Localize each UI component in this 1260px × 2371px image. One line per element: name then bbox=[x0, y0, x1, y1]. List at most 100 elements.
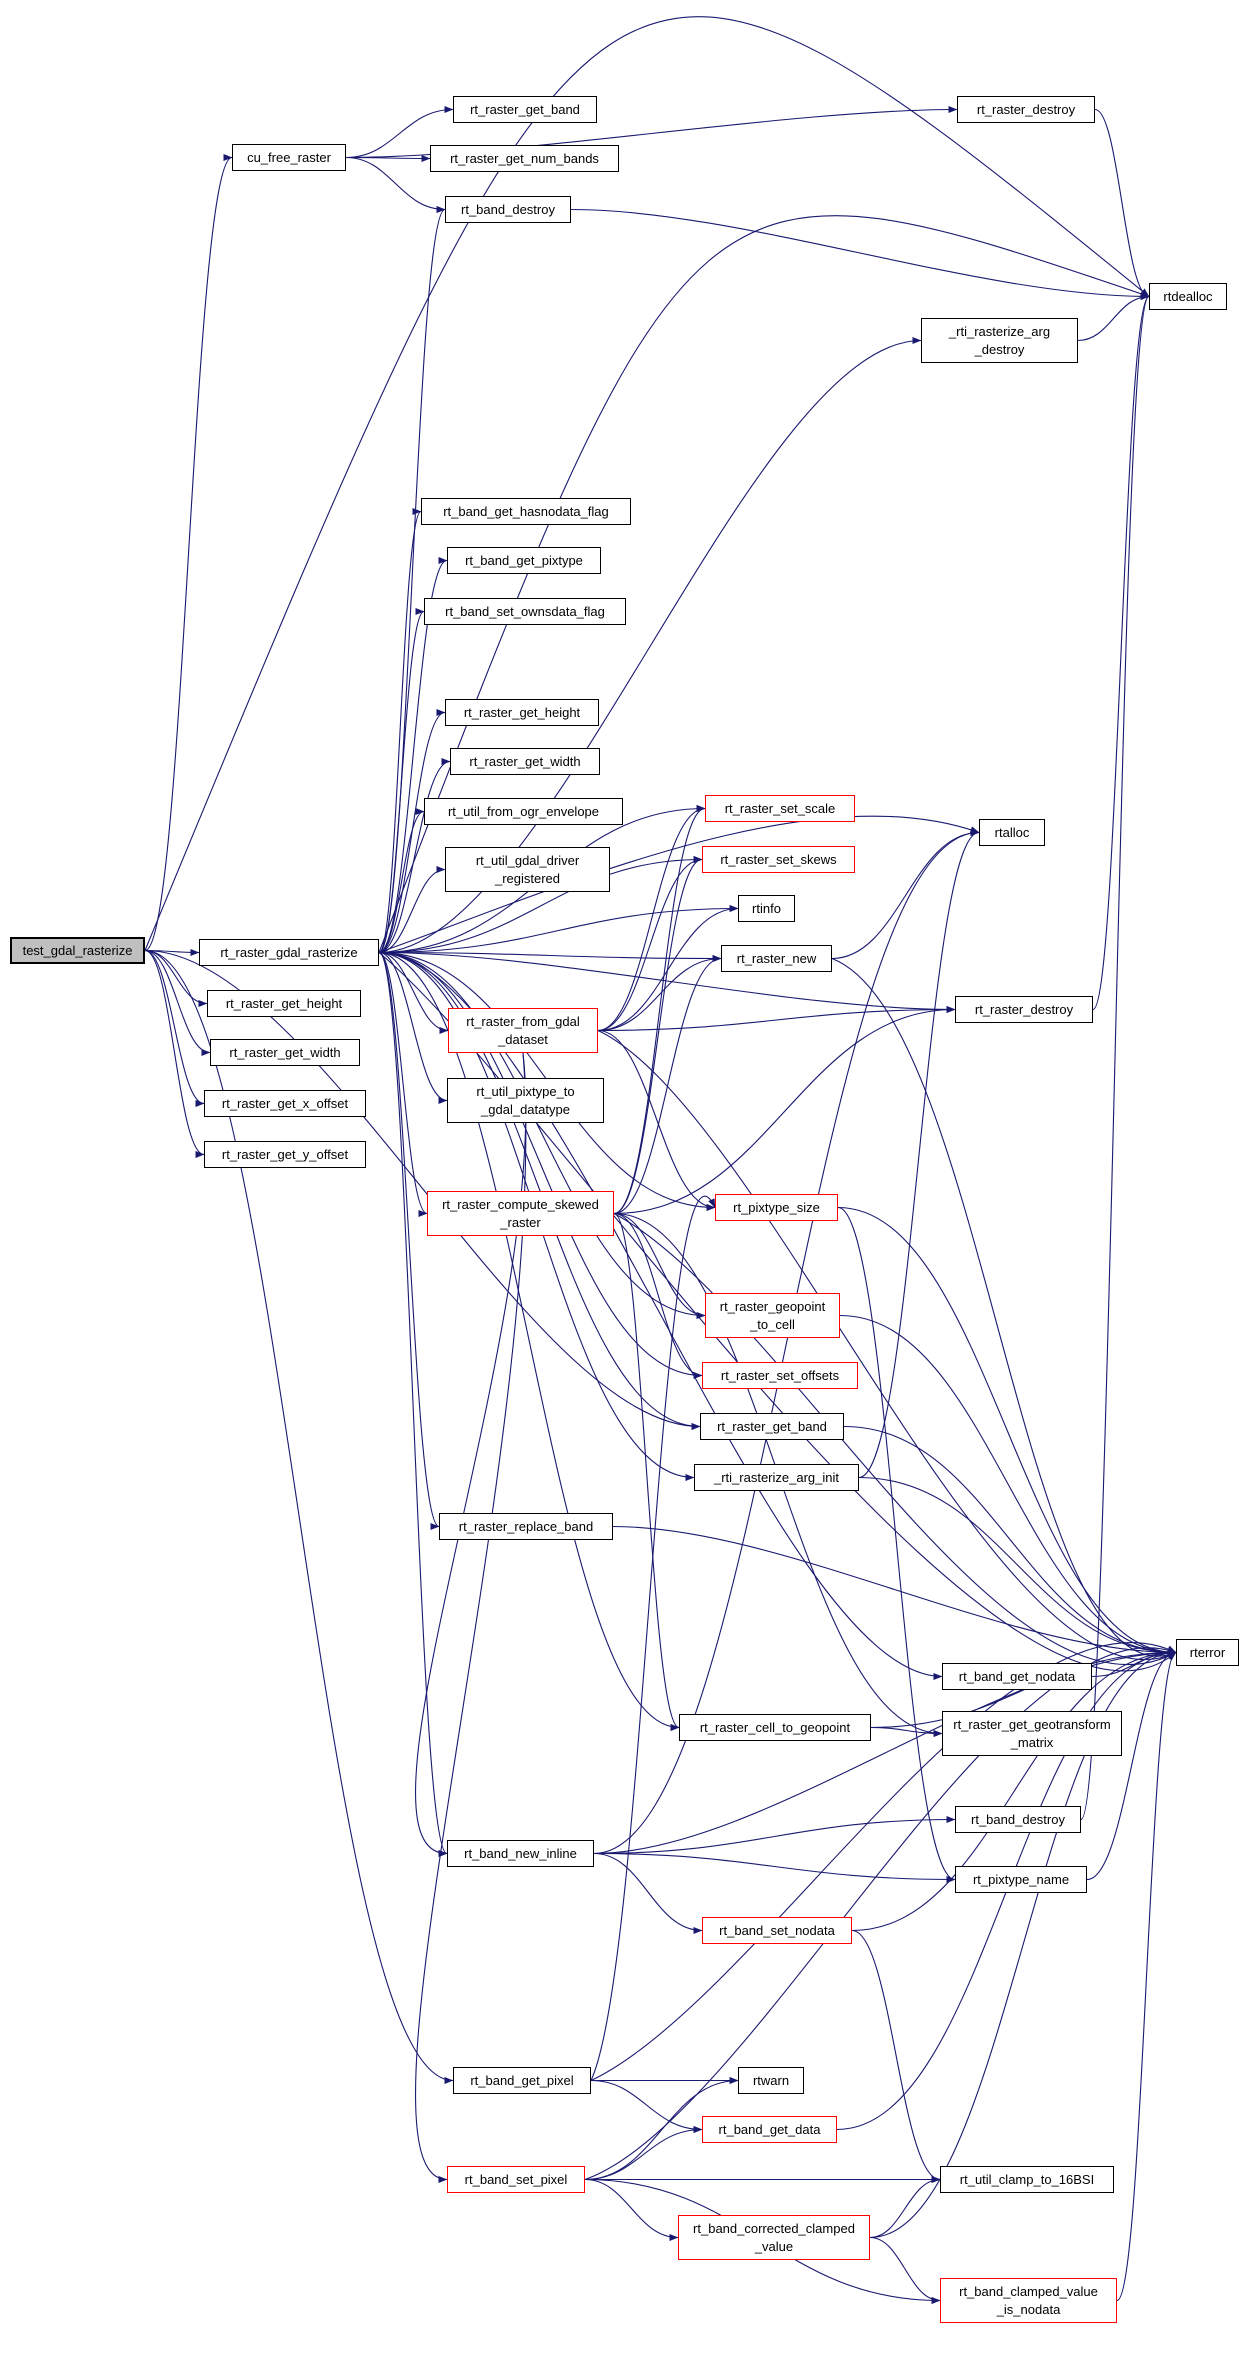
node-rti_rasterize_arg_init[interactable]: _rti_rasterize_arg_init bbox=[694, 1464, 859, 1491]
node-rt_pixtype_size[interactable]: rt_pixtype_size bbox=[715, 1194, 838, 1221]
edge-cu_free_raster-to-rt_raster_get_band_1 bbox=[345, 106, 454, 159]
edge-rt_raster_from_gdal_dataset-to-rt_raster_new bbox=[597, 955, 722, 1032]
edge-rt_band_destroy_1-to-rtdealloc bbox=[570, 208, 1150, 300]
node-rt_band_destroy_2[interactable]: rt_band_destroy bbox=[955, 1806, 1081, 1833]
node-rtinfo[interactable]: rtinfo bbox=[738, 895, 795, 922]
edge-rt_band_clamped_value_is_nodata-to-rterror bbox=[1116, 1649, 1177, 2302]
node-rt_raster_get_width_2[interactable]: rt_raster_get_width bbox=[210, 1039, 360, 1066]
node-rt_band_get_pixel[interactable]: rt_band_get_pixel bbox=[453, 2067, 591, 2094]
edge-rt_band_destroy_2-to-rtdealloc bbox=[1080, 293, 1150, 1821]
edge-rt_band_corrected_clamped_value-to-rt_band_clamped_value_is_nodata bbox=[869, 2236, 941, 2304]
edge-rt_raster_compute_skewed_raster-to-rt_raster_set_offsets bbox=[613, 1212, 703, 1379]
node-rt_pixtype_name[interactable]: rt_pixtype_name bbox=[955, 1866, 1087, 1893]
node-rt_util_clamp_to_16BSI[interactable]: rt_util_clamp_to_16BSI bbox=[940, 2166, 1114, 2193]
node-rt_band_corrected_clamped_value[interactable]: rt_band_corrected_clamped _value bbox=[678, 2215, 870, 2260]
node-rt_util_gdal_driver_registered[interactable]: rt_util_gdal_driver _registered bbox=[445, 847, 610, 892]
node-rt_band_get_hasnodata_flag[interactable]: rt_band_get_hasnodata_flag bbox=[421, 498, 631, 525]
node-rtdealloc[interactable]: rtdealloc bbox=[1149, 283, 1227, 310]
node-rt_raster_get_x_offset[interactable]: rt_raster_get_x_offset bbox=[204, 1090, 366, 1117]
edge-rt_band_get_pixel-to-rt_band_get_data bbox=[590, 2079, 703, 2133]
edge-rt_raster_from_gdal_dataset-to-rt_band_new_inline bbox=[415, 1052, 527, 1857]
node-rt_raster_new[interactable]: rt_raster_new bbox=[721, 945, 832, 972]
edge-rt_raster_destroy_2-to-rtdealloc bbox=[1092, 293, 1150, 1011]
edge-test_gdal_rasterize-to-rt_band_get_pixel bbox=[144, 949, 454, 2084]
edge-rt_raster_gdal_rasterize-to-rtalloc bbox=[378, 815, 980, 954]
node-rt_band_destroy_1[interactable]: rt_band_destroy bbox=[445, 196, 571, 223]
node-rt_raster_set_skews[interactable]: rt_raster_set_skews bbox=[702, 846, 855, 873]
edge-rt_band_get_pixel-to-rterror bbox=[590, 1642, 1177, 2081]
edge-rt_raster_gdal_rasterize-to-rt_raster_get_width_1 bbox=[378, 758, 451, 954]
node-rt_raster_get_width_1[interactable]: rt_raster_get_width bbox=[450, 748, 600, 775]
edge-test_gdal_rasterize-to-rt_raster_get_y_offset bbox=[144, 949, 205, 1158]
node-rti_rasterize_arg_destroy[interactable]: _rti_rasterize_arg _destroy bbox=[921, 318, 1078, 363]
edge-rt_raster_from_gdal_dataset-to-rterror bbox=[597, 1030, 1177, 1661]
node-cu_free_raster[interactable]: cu_free_raster bbox=[232, 144, 346, 171]
node-rt_raster_get_height_1[interactable]: rt_raster_get_height bbox=[445, 699, 599, 726]
edge-rt_raster_from_gdal_dataset-to-rt_raster_set_scale bbox=[597, 805, 706, 1032]
node-rt_raster_gdal_rasterize[interactable]: rt_raster_gdal_rasterize bbox=[199, 939, 379, 966]
edge-rt_band_set_pixel-to-rt_band_get_data bbox=[584, 2126, 703, 2181]
edge-rt_raster_gdal_rasterize-to-rti_rasterize_arg_destroy bbox=[378, 337, 922, 954]
edge-rti_rasterize_arg_init-to-rterror bbox=[858, 1476, 1177, 1656]
edge-rt_raster_gdal_rasterize-to-rtinfo bbox=[378, 905, 739, 954]
node-rt_band_set_nodata[interactable]: rt_band_set_nodata bbox=[702, 1917, 852, 1944]
edge-rt_raster_gdal_rasterize-to-rt_band_set_ownsdata_flag bbox=[378, 608, 425, 954]
edge-rt_raster_gdal_rasterize-to-rt_util_pixtype_to_gdal_datatype bbox=[378, 951, 448, 1104]
node-rt_band_get_nodata[interactable]: rt_band_get_nodata bbox=[942, 1663, 1092, 1690]
node-rt_raster_get_y_offset[interactable]: rt_raster_get_y_offset bbox=[204, 1141, 366, 1168]
node-rt_band_get_data[interactable]: rt_band_get_data bbox=[702, 2116, 837, 2143]
edge-rt_pixtype_name-to-rterror bbox=[1086, 1649, 1177, 1881]
edge-rt_raster_gdal_rasterize-to-rt_raster_geopoint_to_cell bbox=[378, 951, 706, 1319]
edge-rt_raster_gdal_rasterize-to-rt_band_get_hasnodata_flag bbox=[378, 508, 422, 954]
edge-rt_raster_from_gdal_dataset-to-rt_band_set_pixel bbox=[415, 1052, 527, 2183]
edge-rt_raster_compute_skewed_raster-to-rt_raster_cell_to_geopoint bbox=[613, 1212, 680, 1731]
node-rt_raster_get_num_bands[interactable]: rt_raster_get_num_bands bbox=[430, 145, 619, 172]
edge-rt_band_set_nodata-to-rterror bbox=[851, 1649, 1177, 1932]
edge-cu_free_raster-to-rt_raster_destroy_1 bbox=[345, 106, 958, 159]
node-rt_raster_compute_skewed_raster[interactable]: rt_raster_compute_skewed _raster bbox=[427, 1191, 614, 1236]
node-rt_util_pixtype_to_gdal_datatype[interactable]: rt_util_pixtype_to _gdal_datatype bbox=[447, 1078, 604, 1123]
node-rt_raster_set_offsets[interactable]: rt_raster_set_offsets bbox=[702, 1362, 858, 1389]
node-rt_raster_replace_band[interactable]: rt_raster_replace_band bbox=[439, 1513, 613, 1540]
node-rt_band_get_pixtype[interactable]: rt_band_get_pixtype bbox=[447, 547, 601, 574]
node-test_gdal_rasterize[interactable]: test_gdal_rasterize bbox=[10, 937, 145, 964]
edge-rti_rasterize_arg_init-to-rtalloc bbox=[858, 829, 980, 1479]
node-rt_raster_set_scale[interactable]: rt_raster_set_scale bbox=[705, 795, 855, 822]
edge-rt_band_new_inline-to-rt_pixtype_name bbox=[593, 1852, 956, 1883]
edge-rt_raster_gdal_rasterize-to-rtdealloc bbox=[378, 215, 1150, 953]
node-rtwarn[interactable]: rtwarn bbox=[738, 2067, 804, 2094]
node-rt_band_new_inline[interactable]: rt_band_new_inline bbox=[447, 1840, 594, 1867]
edge-rt_raster_gdal_rasterize-to-rt_band_get_pixtype bbox=[378, 557, 448, 954]
edge-rt_band_corrected_clamped_value-to-rt_util_clamp_to_16BSI bbox=[869, 2176, 941, 2239]
edge-rt_raster_compute_skewed_raster-to-rt_raster_geopoint_to_cell bbox=[613, 1212, 706, 1319]
edge-rt_raster_gdal_rasterize-to-rt_raster_get_band_2 bbox=[378, 951, 701, 1430]
edge-rt_raster_from_gdal_dataset-to-rt_raster_destroy_2 bbox=[597, 1006, 956, 1032]
node-rt_raster_get_band_1[interactable]: rt_raster_get_band bbox=[453, 96, 597, 123]
node-rt_raster_destroy_2[interactable]: rt_raster_destroy bbox=[955, 996, 1093, 1023]
node-rterror[interactable]: rterror bbox=[1176, 1639, 1239, 1666]
node-rt_raster_from_gdal_dataset[interactable]: rt_raster_from_gdal _dataset bbox=[448, 1008, 598, 1053]
node-rt_raster_destroy_1[interactable]: rt_raster_destroy bbox=[957, 96, 1095, 123]
node-rt_raster_get_band_2[interactable]: rt_raster_get_band bbox=[700, 1413, 844, 1440]
node-rt_raster_get_geotransform_matrix[interactable]: rt_raster_get_geotransform _matrix bbox=[942, 1711, 1122, 1756]
edge-test_gdal_rasterize-to-rt_raster_get_band_2 bbox=[144, 949, 701, 1430]
node-rt_band_set_ownsdata_flag[interactable]: rt_band_set_ownsdata_flag bbox=[424, 598, 626, 625]
edge-test_gdal_rasterize-to-cu_free_raster bbox=[144, 154, 233, 952]
edge-rt_raster_new-to-rterror bbox=[831, 957, 1177, 1659]
edge-rt_raster_gdal_rasterize-to-rt_raster_destroy_2 bbox=[378, 951, 956, 1013]
node-rt_util_from_ogr_envelope[interactable]: rt_util_from_ogr_envelope bbox=[424, 798, 623, 825]
edge-rt_raster_compute_skewed_raster-to-rt_raster_new bbox=[613, 955, 722, 1215]
edge-rt_raster_gdal_rasterize-to-rt_raster_compute_skewed_raster bbox=[378, 951, 428, 1217]
node-rt_band_clamped_value_is_nodata[interactable]: rt_band_clamped_value _is_nodata bbox=[940, 2278, 1117, 2323]
node-rt_raster_geopoint_to_cell[interactable]: rt_raster_geopoint _to_cell bbox=[705, 1293, 840, 1338]
node-rt_raster_cell_to_geopoint[interactable]: rt_raster_cell_to_geopoint bbox=[679, 1714, 871, 1741]
edge-rt_band_new_inline-to-rt_band_set_nodata bbox=[593, 1852, 703, 1934]
edge-rt_raster_gdal_rasterize-to-rt_raster_cell_to_geopoint bbox=[378, 951, 680, 1731]
edge-rt_pixtype_size-to-rt_pixtype_name bbox=[837, 1206, 956, 1883]
node-rt_band_set_pixel[interactable]: rt_band_set_pixel bbox=[447, 2166, 585, 2193]
node-rtalloc[interactable]: rtalloc bbox=[979, 819, 1045, 846]
edge-rt_band_set_nodata-to-rt_util_clamp_to_16BSI bbox=[851, 1929, 941, 2183]
node-rt_raster_get_height_2[interactable]: rt_raster_get_height bbox=[207, 990, 361, 1017]
